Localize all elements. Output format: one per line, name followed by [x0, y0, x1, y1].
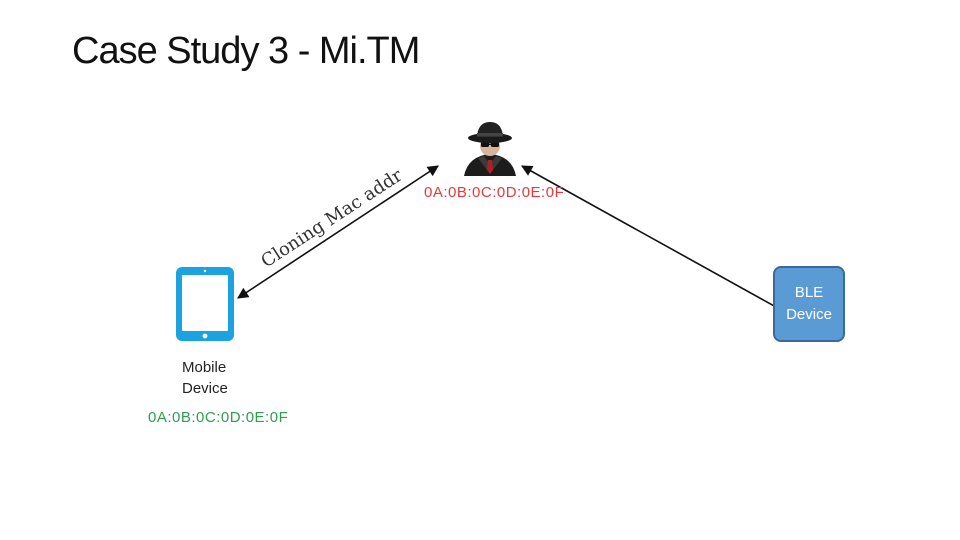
attacker-to-ble-arrow	[521, 165, 786, 313]
attacker-mac-address: 0A:0B:0C:0D:0E:0F	[424, 184, 565, 201]
slide-title: Case Study 3 - Mi.TM	[72, 30, 420, 72]
ble-label-line1: BLE	[794, 284, 824, 301]
ble-device-box: BLE Device	[773, 266, 845, 342]
mobile-label-line2: Device	[182, 380, 228, 397]
mobile-device-label: Mobile Device	[182, 357, 228, 399]
tablet-icon	[175, 266, 235, 347]
mobile-label-line1: Mobile	[182, 359, 227, 376]
mobile-to-attacker-arrow	[237, 165, 439, 299]
spy-icon	[460, 118, 520, 183]
cloning-mac-label: Cloning Mac address	[0, 0, 407, 272]
ble-label-line2: Device	[786, 306, 832, 323]
mobile-mac-address: 0A:0B:0C:0D:0E:0F	[148, 409, 289, 426]
